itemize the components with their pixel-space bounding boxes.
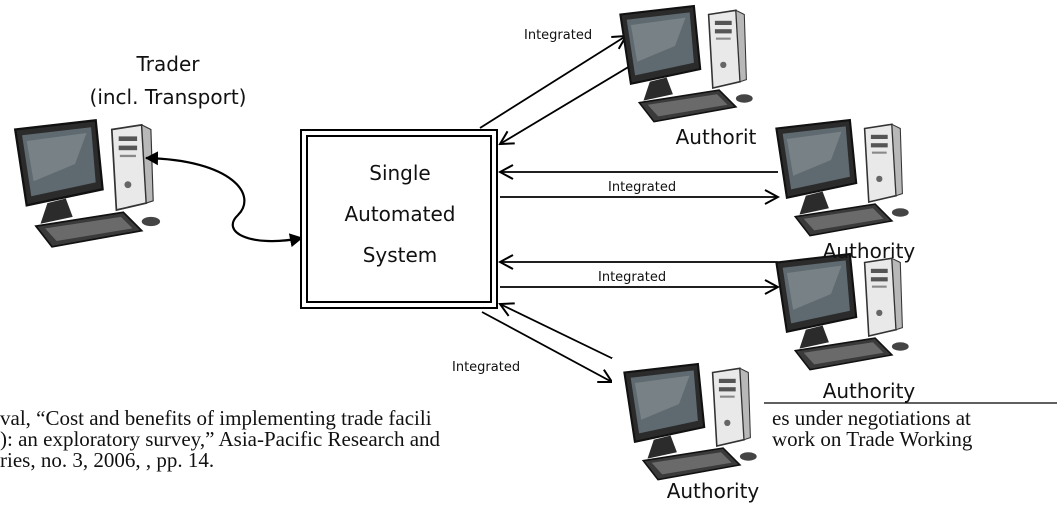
reference-right-line1: es under negotiations at <box>772 406 971 430</box>
reference-left-line3: ries, no. 3, 2006, , pp. 14. <box>0 448 214 472</box>
reference-left-line1: val, “Cost and benefits of implementing … <box>0 406 432 430</box>
authority-3-computer-icon <box>775 253 910 371</box>
authority-2-label: Authority <box>823 239 916 263</box>
link-authority-4 <box>481 304 629 382</box>
authority-4-label: Authority <box>667 479 760 503</box>
trader-system-link <box>145 151 303 248</box>
trader-computer-icon <box>14 119 162 248</box>
link-authority-1 <box>479 36 641 144</box>
system-label-line3: System <box>363 243 438 267</box>
link-authority-3 <box>500 262 778 287</box>
authority-1-computer-icon <box>619 5 754 123</box>
reference-left-line2: ): an exploratory survey,” Asia-Pacific … <box>0 427 441 451</box>
link-label-2: Integrated <box>608 180 676 195</box>
trader-subtitle: (incl. Transport) <box>90 85 247 109</box>
system-label-line1: Single <box>369 161 430 185</box>
link-label-4: Integrated <box>452 360 520 375</box>
authority-3-label: Authority <box>823 379 916 403</box>
link-authority-2 <box>500 172 778 197</box>
authority-1-label: Authorit <box>676 125 757 149</box>
single-automated-system-box <box>300 129 498 309</box>
authority-4-computer-icon <box>623 363 758 481</box>
link-label-3: Integrated <box>598 270 666 285</box>
authority-2-computer-icon <box>775 119 910 237</box>
link-label-1: Integrated <box>524 28 592 43</box>
trader-title: Trader <box>136 52 201 76</box>
system-label-line2: Automated <box>344 202 455 226</box>
reference-right-line2: work on Trade Working <box>772 427 973 451</box>
